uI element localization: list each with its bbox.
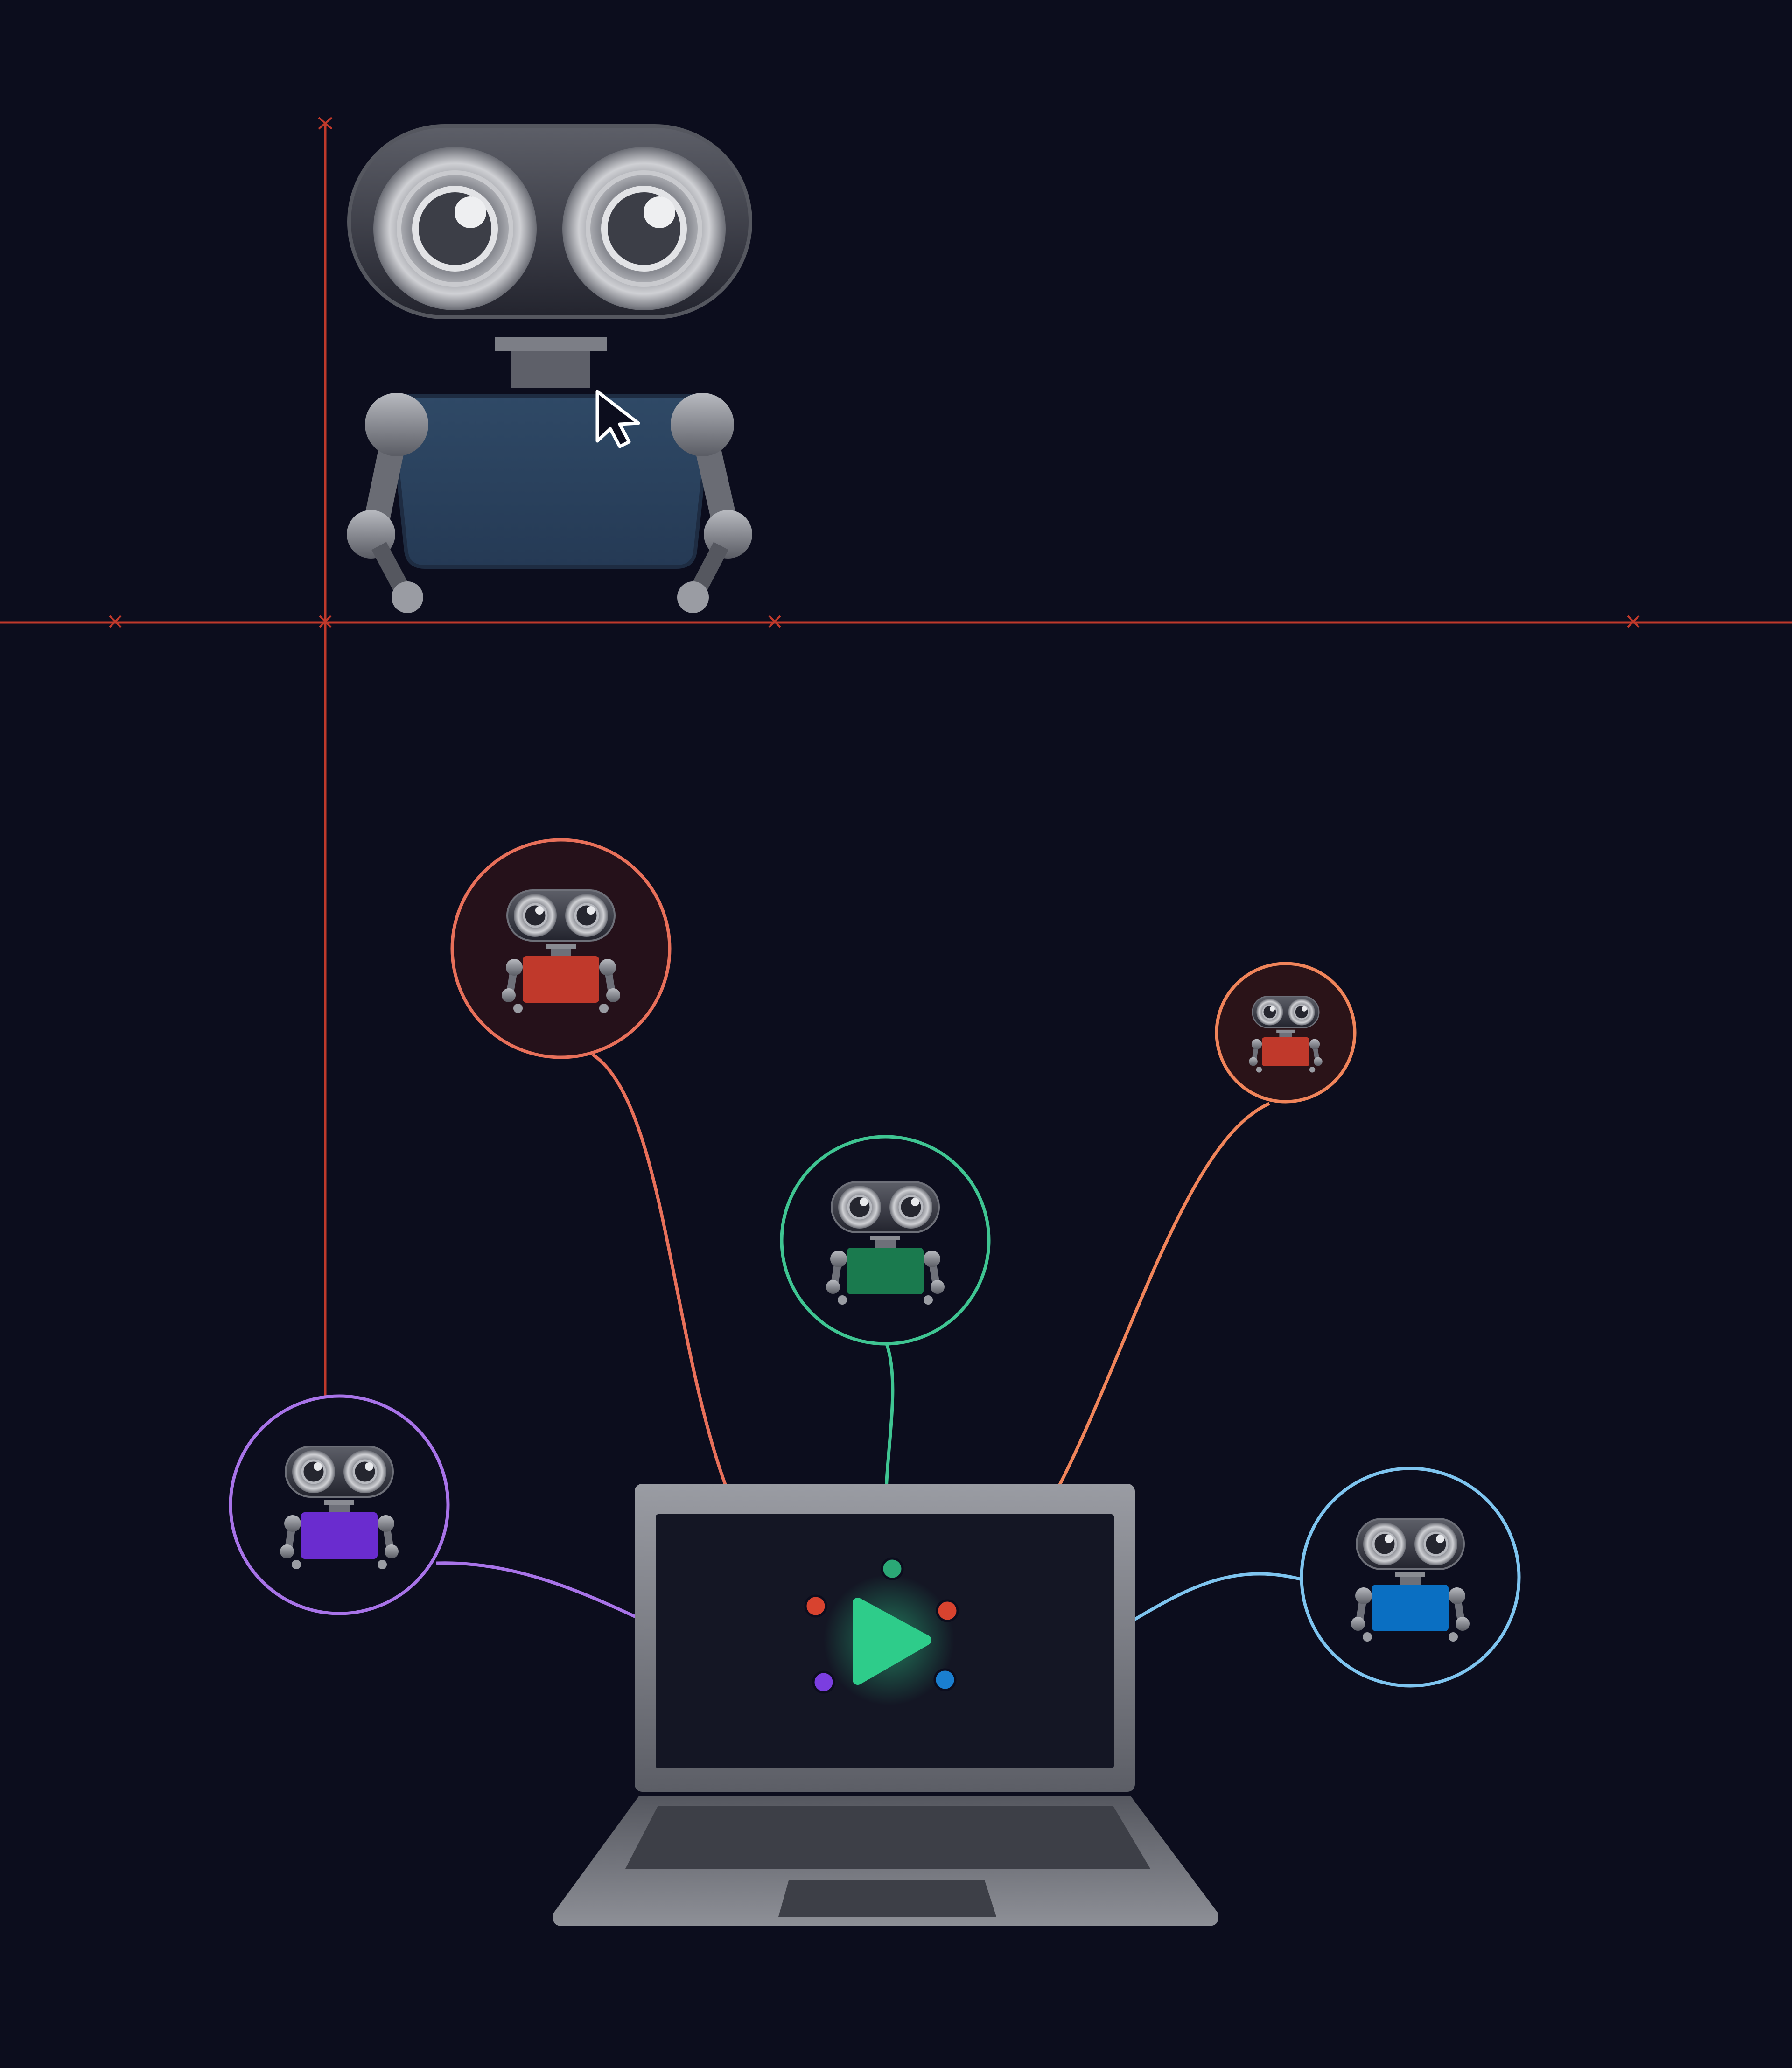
hero-robot-neck: [495, 337, 607, 351]
laptop-keyboard: [625, 1806, 1150, 1869]
robot-body-green: [847, 1248, 924, 1294]
port-red-small: [936, 1599, 959, 1622]
robot-body-red-small: [1262, 1037, 1309, 1066]
hero-robot-left-eye: [373, 147, 537, 310]
port-green: [881, 1557, 904, 1580]
port-red-large: [804, 1594, 827, 1618]
ports: [804, 1557, 959, 1694]
hero-robot: [347, 124, 752, 613]
laptop-trackpad: [778, 1880, 996, 1917]
robot-body-blue: [1372, 1585, 1449, 1631]
arrow-cursor-icon: [595, 390, 640, 448]
agent-node-red-small[interactable]: [1215, 962, 1357, 1104]
port-purple: [812, 1670, 835, 1694]
hero-robot-body: [389, 394, 713, 569]
agent-node-blue[interactable]: [1300, 1467, 1521, 1688]
play-icon: [853, 1598, 931, 1685]
hero-robot-right-arm: [671, 393, 752, 613]
agent-node-green[interactable]: [780, 1135, 991, 1346]
agent-node-red-large[interactable]: [450, 838, 672, 1059]
agent-node-purple[interactable]: [229, 1394, 450, 1615]
robot-body-red-large: [523, 956, 599, 1003]
hero-robot-left-arm: [347, 393, 428, 613]
robot-body-purple: [301, 1512, 378, 1559]
hero-robot-right-eye: [562, 147, 726, 310]
port-blue: [933, 1668, 957, 1691]
play-button[interactable]: [824, 1575, 954, 1705]
